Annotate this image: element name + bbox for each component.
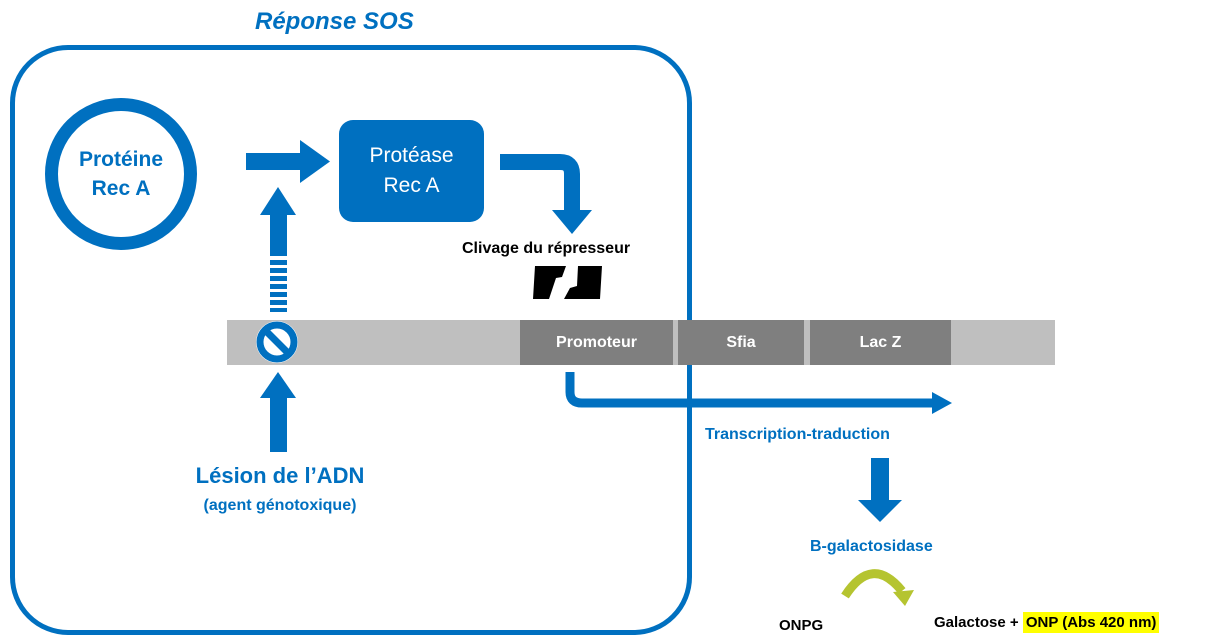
cleavage-arrow: [500, 154, 592, 234]
dna-segment-sfia: Sfia: [678, 320, 804, 365]
lesion-label: Lésion de l’ADN: [195, 463, 365, 488]
transcription-arrow: [565, 372, 952, 414]
products-label: Galactose + ONP (Abs 420 nm): [934, 612, 1160, 634]
reca-protease-line2: Rec A: [383, 174, 440, 197]
transcription-label: Transcription-traduction: [705, 426, 890, 443]
cleavage-label: Clivage du répresseur: [462, 240, 631, 257]
curved-reaction-arrow-icon: [841, 569, 914, 606]
signal-arrow-up: [260, 187, 296, 312]
lesion-sublabel: (agent génotoxique): [203, 497, 357, 514]
dna-segment-promoter: Promoteur: [520, 320, 673, 365]
products-highlight: ONP (Abs 420 nm): [1022, 612, 1160, 633]
products-prefix: Galactose +: [934, 614, 1023, 631]
reca-protease-box: Protéase Rec A: [339, 120, 484, 222]
lightning-break-icon: [533, 266, 602, 299]
reca-protease-line1: Protéase: [369, 144, 454, 167]
block-icon: [256, 321, 298, 363]
enzyme-arrow: [858, 458, 902, 522]
reca-protease-label: Protéase Rec A: [352, 141, 472, 201]
reca-protein-line1: Protéine: [78, 148, 164, 171]
activation-arrow: [246, 140, 330, 183]
dna-segment-lacz: Lac Z: [810, 320, 951, 365]
enzyme-label: B-galactosidase: [810, 538, 933, 555]
reca-protein-label: Protéine Rec A: [66, 145, 176, 203]
lesion-arrow: [260, 372, 296, 452]
reca-protein-line2: Rec A: [91, 177, 151, 200]
substrate-label: ONPG: [779, 617, 824, 634]
diagram-title: Réponse SOS: [255, 8, 414, 35]
